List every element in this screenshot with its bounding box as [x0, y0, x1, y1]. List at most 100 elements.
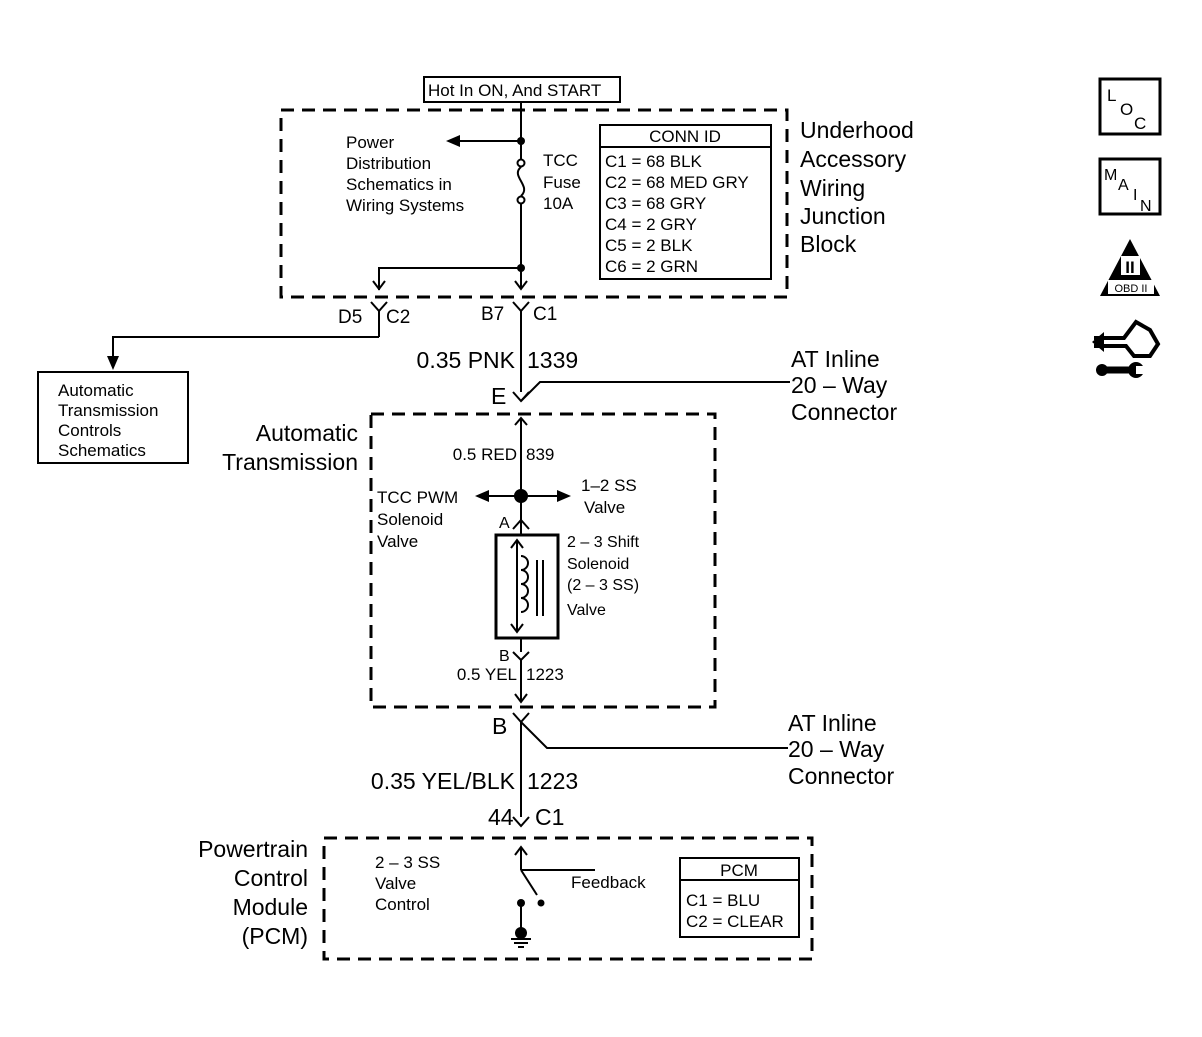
ss12-arrow-icon — [557, 490, 571, 502]
inline-e-leader — [520, 381, 790, 402]
inline-e-name-line-2: 20 – Way — [791, 372, 888, 398]
obd-roman-numeral: II — [1125, 258, 1134, 277]
underhood-junction-block-outline — [279, 108, 789, 299]
transmission-outline — [369, 412, 717, 709]
ss12-line-1: 1–2 SS — [581, 476, 637, 495]
solenoid-down-arrow-icon — [510, 623, 524, 634]
pcm-name-line-2: Control — [234, 865, 308, 891]
transmission-name-line-1: Automatic — [256, 420, 358, 446]
pcm-name: Powertrain Control Module (PCM) — [198, 836, 308, 949]
pcm-table-row-1: C1 = BLU — [686, 891, 760, 910]
pcm-conn-table: PCM C1 = BLU C2 = CLEAR — [679, 857, 800, 938]
supply-label-box: Hot In ON, And START — [423, 76, 621, 103]
solenoid-line-2: Solenoid — [567, 556, 629, 573]
tcc-pwm-line-2: Solenoid — [377, 510, 443, 529]
pcm-control-line-2: Valve — [375, 874, 416, 893]
conn-id-row-3: C3 = 68 GRY — [605, 194, 706, 213]
atc-ref-line-2: Transmission — [58, 401, 158, 420]
c2-connector-label: C2 — [386, 307, 410, 328]
power-ref-line-4: Wiring Systems — [346, 196, 464, 215]
b7-pin-arrow-icon — [514, 280, 528, 291]
tcc-pwm-line-1: TCC PWM — [377, 488, 458, 507]
loc-letter-c: C — [1134, 114, 1146, 133]
d5-pin-arrow-icon — [372, 280, 386, 291]
pcm-control-line-1: 2 – 3 SS — [375, 853, 440, 872]
pcm-pin-label: 44 — [488, 804, 514, 830]
solenoid-label: 2 – 3 Shift Solenoid (2 – 3 SS) Valve — [567, 534, 640, 619]
conn-id-row-4: C4 = 2 GRY — [605, 215, 697, 234]
pcm-name-line-4: (PCM) — [242, 923, 308, 949]
d5-branch-wire — [378, 267, 521, 290]
underhood-block-name: Underhood Accessory Wiring Junction Bloc… — [800, 117, 914, 257]
solenoid-line-4: Valve — [567, 602, 606, 619]
inline-b-name-line-3: Connector — [788, 763, 894, 789]
pcm-control-label: 2 – 3 SS Valve Control — [375, 853, 440, 914]
pcm-switch-blade — [520, 869, 538, 896]
atc-ref-line-1: Automatic — [58, 381, 134, 400]
obd-label: OBD II — [1114, 283, 1147, 295]
loc-letter-o: O — [1120, 100, 1133, 119]
inline-b-name-line-2: 20 – Way — [788, 736, 885, 762]
trans-wire-out-size: 0.5 YEL — [457, 665, 517, 684]
inline-e-name: AT Inline 20 – Way Connector — [791, 346, 897, 425]
loc-letter-l: L — [1107, 86, 1116, 105]
ground-node — [515, 927, 527, 939]
solenoid-coil-icon — [520, 555, 529, 613]
trans-wire-in-circuit: 839 — [526, 445, 554, 464]
fuse-label-line-2: Fuse — [543, 173, 581, 192]
pcm-table-title: PCM — [720, 861, 758, 880]
main-letter-a: A — [1118, 177, 1129, 194]
wire1-size-color: 0.35 PNK — [417, 347, 516, 373]
inline-b-pin-label: B — [492, 713, 507, 739]
wire2-circuit: 1223 — [527, 768, 578, 794]
fuse-label-line-3: 10A — [543, 194, 574, 213]
underhood-name-line-2: Accessory — [800, 146, 907, 172]
pcm-control-line-3: Control — [375, 895, 430, 914]
pcm-name-line-1: Powertrain — [198, 836, 308, 862]
ss12-label: 1–2 SS Valve — [581, 476, 637, 517]
main-letter-m: M — [1104, 167, 1117, 184]
pcm-conn-label: C1 — [535, 804, 564, 830]
solenoid-up-arrow-icon — [510, 538, 524, 549]
power-ref-line-1: Power — [346, 133, 395, 152]
solenoid-line-1: 2 – 3 Shift — [567, 534, 640, 551]
inline-e-name-line-3: Connector — [791, 399, 897, 425]
conn-id-row-2: C2 = 68 MED GRY — [605, 173, 749, 192]
underhood-name-line-3: Wiring — [800, 175, 865, 201]
transmission-name-line-2: Transmission — [222, 449, 358, 475]
obd-ii-icon[interactable]: II OBD II — [1100, 239, 1160, 296]
inline-b-name: AT Inline 20 – Way Connector — [788, 710, 894, 789]
power-ref-line-3: Schematics in — [346, 175, 452, 194]
conn-id-row-1: C1 = 68 BLK — [605, 152, 703, 171]
power-ref-line-2: Distribution — [346, 154, 431, 173]
b7-connector-icon — [512, 301, 530, 313]
inline-b-connector-icon — [512, 712, 530, 724]
tcc-pwm-label: TCC PWM Solenoid Valve — [377, 488, 458, 551]
b7-pin-label: B7 — [481, 304, 504, 325]
underhood-name-line-1: Underhood — [800, 117, 914, 143]
tools-icon[interactable] — [1092, 319, 1161, 378]
pin-b-label: B — [499, 648, 510, 665]
pcm-switch-contact — [537, 899, 545, 907]
atc-ref-line-3: Controls — [58, 421, 121, 440]
tcc-pwm-line-3: Valve — [377, 532, 418, 551]
pin-b-connector-icon — [512, 651, 530, 662]
feedback-label: Feedback — [571, 873, 646, 892]
wire1-circuit: 1339 — [527, 347, 578, 373]
inline-e-name-line-1: AT Inline — [791, 346, 880, 372]
trans-wire-in-size: 0.5 RED — [453, 445, 517, 464]
power-ref-arrow-icon — [446, 135, 460, 147]
pin-a-label: A — [499, 515, 510, 532]
main-letter-n: N — [1140, 198, 1152, 215]
loc-icon[interactable]: L O C — [1098, 77, 1162, 136]
pcm-outline — [322, 836, 814, 961]
ss12-line-2: Valve — [584, 498, 625, 517]
main-icon[interactable]: M A I N — [1098, 157, 1162, 216]
conn-id-title: CONN ID — [649, 127, 721, 146]
atc-ref-arrow-icon — [107, 356, 119, 370]
ground-icon — [511, 938, 531, 948]
tcc-pwm-arrow-icon — [475, 490, 489, 502]
fuse-label-line-1: TCC — [543, 151, 578, 170]
pcm-connector-icon — [512, 816, 530, 828]
